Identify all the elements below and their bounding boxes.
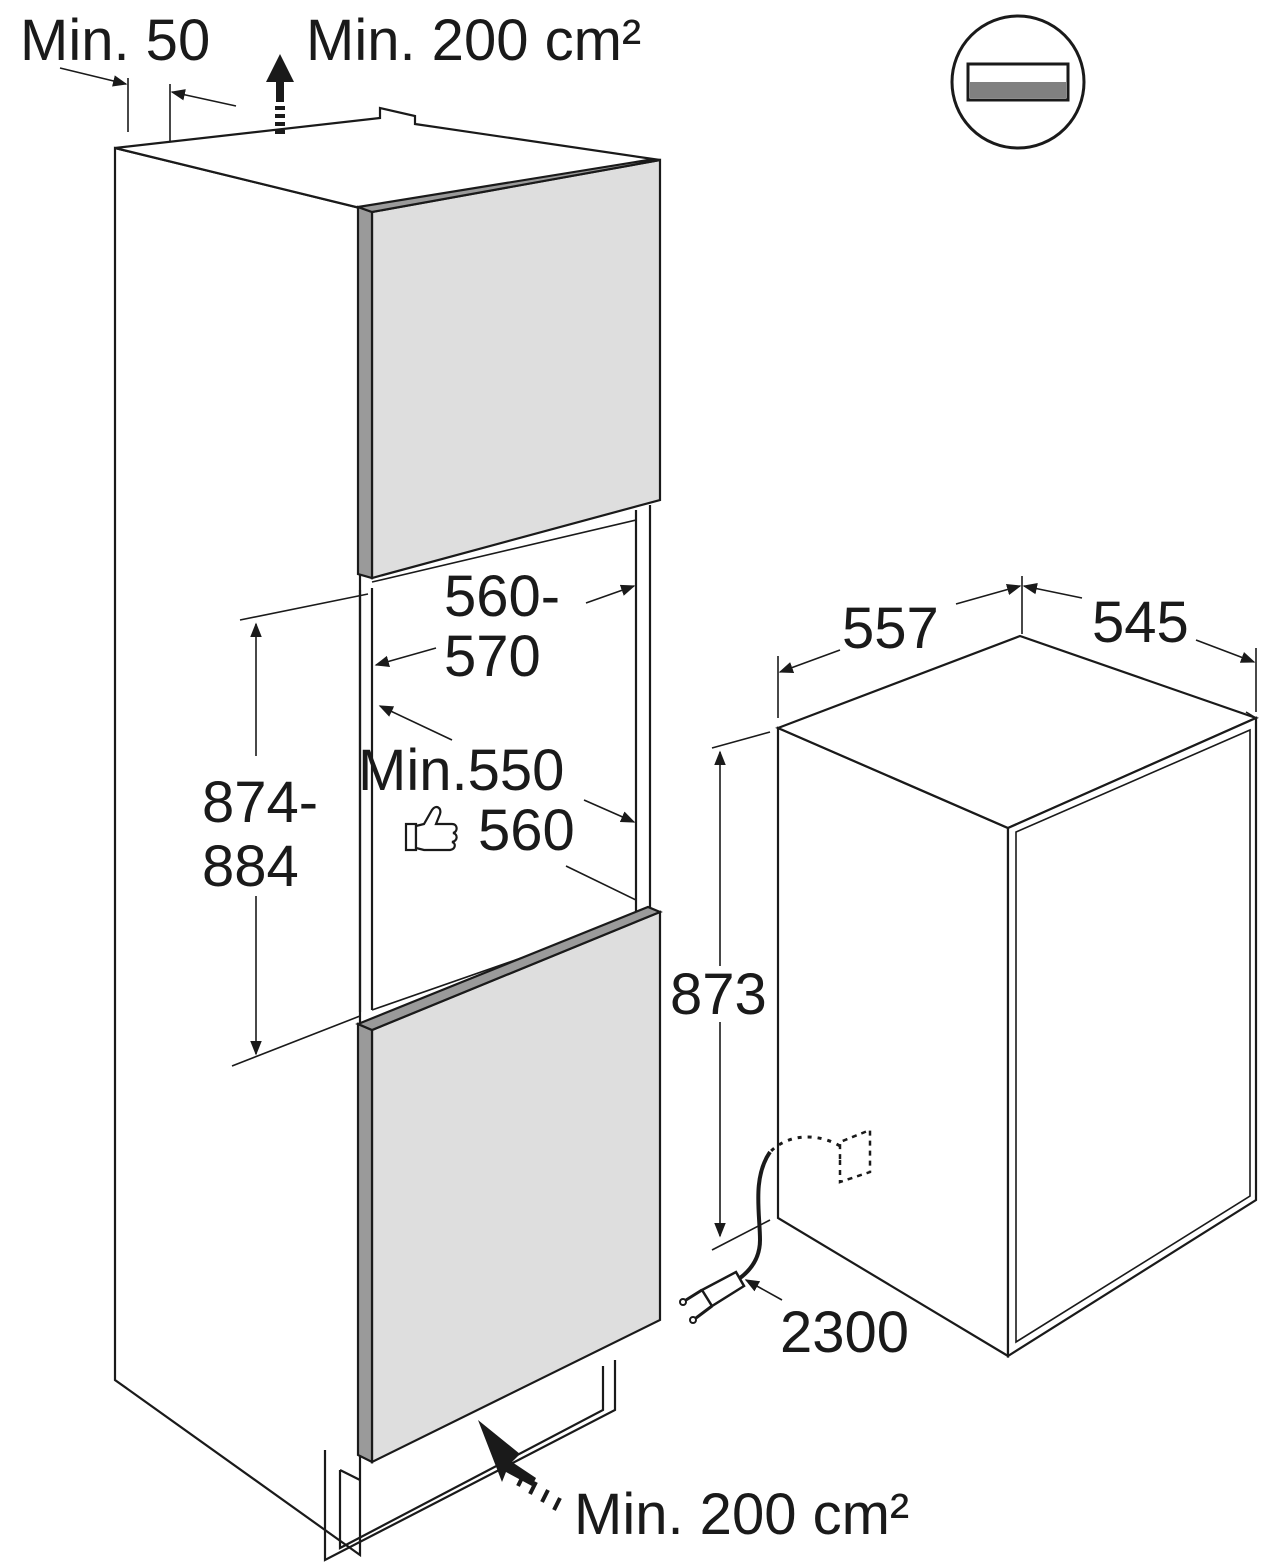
built-in-appliance-icon xyxy=(950,14,1086,150)
thumbs-up-icon xyxy=(404,805,458,852)
appliance-front xyxy=(1006,716,1258,1358)
upper-door-edge xyxy=(356,205,374,580)
appliance-height-label: 873 xyxy=(670,962,767,1027)
power-plug-icon xyxy=(679,1270,746,1324)
bottom-vent-arrow xyxy=(478,1420,562,1511)
cable-visible xyxy=(738,1150,772,1280)
niche-height-label-line2: 884 xyxy=(202,834,299,899)
niche-width-label-line2: 570 xyxy=(444,624,541,689)
top-gap-dimension xyxy=(59,67,237,142)
top-gap-label: Min. 50 xyxy=(20,8,210,73)
plinth xyxy=(338,1366,605,1550)
top-vent-arrow xyxy=(266,54,294,134)
appliance-width-label: 557 xyxy=(842,596,939,661)
bottom-vent-label: Min. 200 cm² xyxy=(574,1482,909,1547)
plinth xyxy=(323,1360,617,1562)
appliance-depth-label: 545 xyxy=(1092,590,1189,655)
niche-depth-dimension xyxy=(378,705,637,901)
lower-door-top-edge xyxy=(355,905,663,1032)
lower-door-edge xyxy=(356,1022,374,1464)
niche-height-dimension xyxy=(231,593,369,1067)
niche-depth-recommended-label: 560 xyxy=(478,798,575,863)
appliance xyxy=(775,634,1259,1358)
kitchen-cabinet xyxy=(113,106,663,1562)
upper-door xyxy=(370,158,662,580)
power-cable xyxy=(679,1128,872,1324)
appliance-door-rebate xyxy=(1015,728,1251,1344)
niche-depth-min-label: Min.550 xyxy=(358,738,564,803)
niche-top-back xyxy=(371,519,637,583)
appliance-top-lip xyxy=(1245,711,1257,719)
niche-width-label-line1: 560- xyxy=(444,564,560,629)
appliance-side xyxy=(776,726,1010,1358)
plinth xyxy=(339,1469,361,1481)
upper-door-top-edge xyxy=(357,158,661,214)
niche-height-label-line1: 874- xyxy=(202,770,318,835)
appliance-width-dimension xyxy=(777,576,1023,718)
cable-length-label: 2300 xyxy=(780,1300,909,1365)
niche-width-dimension xyxy=(374,584,636,668)
appliance-depth-dimension xyxy=(1022,582,1257,712)
top-vent-label: Min. 200 cm² xyxy=(306,8,641,73)
